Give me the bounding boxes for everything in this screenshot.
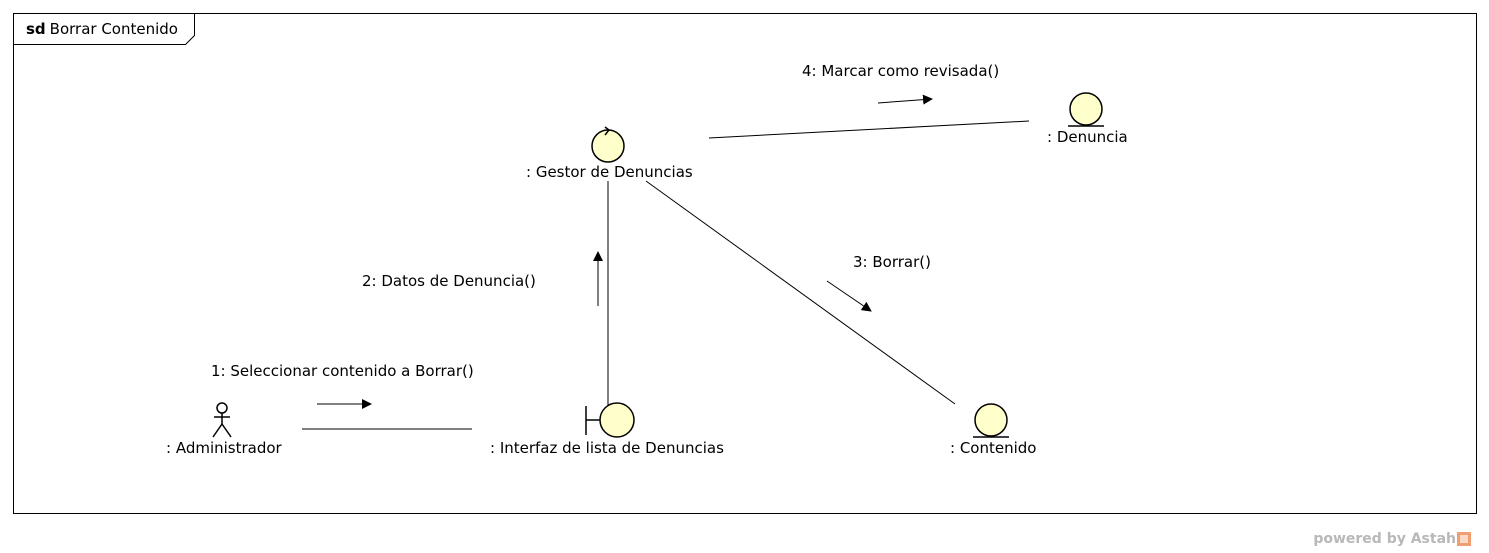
link-gestor-contenido bbox=[645, 180, 956, 405]
label-administrador: : Administrador bbox=[166, 439, 282, 457]
message-3-label: 3: Borrar() bbox=[853, 253, 931, 271]
label-denuncia: : Denuncia bbox=[1047, 128, 1128, 146]
label-contenido: : Contenido bbox=[950, 439, 1037, 457]
frame-keyword: sd bbox=[26, 20, 46, 38]
frame-name-tab bbox=[13, 13, 195, 45]
message-1-label: 1: Seleccionar contenido a Borrar() bbox=[211, 362, 474, 380]
label-interfaz: : Interfaz de lista de Denuncias bbox=[490, 439, 724, 457]
control-icon[interactable] bbox=[591, 126, 625, 163]
footer-text: powered by Astah bbox=[1313, 531, 1456, 547]
diagram-frame bbox=[13, 13, 1477, 514]
powered-by-footer: powered by Astah bbox=[1313, 531, 1471, 547]
message-3-arrow bbox=[826, 280, 872, 312]
actor-icon[interactable] bbox=[212, 402, 232, 438]
boundary-icon[interactable] bbox=[585, 402, 635, 438]
message-4-arrow bbox=[877, 94, 933, 105]
message-4-label: 4: Marcar como revisada() bbox=[802, 62, 1000, 80]
link-gestor-denuncia bbox=[708, 120, 1030, 139]
frame-name: Borrar Contenido bbox=[49, 20, 178, 38]
entity-icon-denuncia[interactable] bbox=[1068, 92, 1104, 127]
astah-logo-icon bbox=[1457, 532, 1471, 546]
entity-icon-contenido[interactable] bbox=[973, 403, 1009, 438]
message-2-label: 2: Datos de Denuncia() bbox=[362, 272, 536, 290]
label-gestor: : Gestor de Denuncias bbox=[526, 163, 693, 181]
